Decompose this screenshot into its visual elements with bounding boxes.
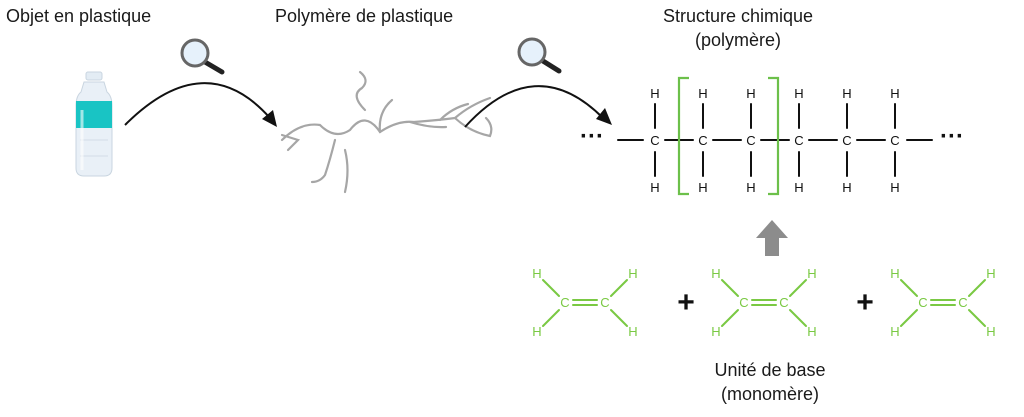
carbon-atom: C [918,295,927,310]
hydrogen-atom: H [746,86,755,101]
single-bond [610,279,628,297]
curved-arrow-icon [124,82,277,127]
carbon-atom: C [842,133,851,148]
single-bond [610,309,628,327]
chain-ellipsis-right: ··· [940,123,964,150]
hydrogen-atom: H [890,180,899,195]
carbon-atom: C [779,295,788,310]
repeat-unit-bracket [677,76,780,196]
carbon-atom: C [958,295,967,310]
hydrogen-atom: H [532,266,541,281]
magnifier-icon [180,38,225,75]
hydrogen-atom: H [842,86,851,101]
single-bond [542,279,560,297]
plus-sign: + [856,286,874,319]
single-bond [721,309,739,327]
hydrogen-atom: H [890,266,899,281]
carbon-atom: C [739,295,748,310]
label-plastic-object: Objet en plastique [6,6,151,26]
hydrogen-atom: H [986,266,995,281]
hydrogen-atom: H [628,324,637,339]
hydrogen-atom: H [807,324,816,339]
hydrogen-atom: H [628,266,637,281]
hydrogen-atom: H [698,86,707,101]
single-bond [721,279,739,297]
hydrogen-atom: H [890,86,899,101]
label-chem-structure: Structure chimique [663,6,813,26]
hydrogen-atom: H [986,324,995,339]
polymer-chain: ··· ··· C H H C H H C H H C H H C H H C H H [580,86,964,195]
carbon-atom: C [698,133,707,148]
label-plastic-polymer: Polymère de plastique [275,6,453,26]
hydrogen-atom: H [794,180,803,195]
single-bond [542,309,560,327]
single-bond [900,279,918,297]
hydrogen-atom: H [890,324,899,339]
carbon-atom: C [794,133,803,148]
monomers: C C H H H H C C H H H H C C H H H H [532,266,995,339]
single-bond [968,279,986,297]
hydrogen-atom: H [807,266,816,281]
hydrogen-atom: H [650,86,659,101]
bottle-icon [75,71,113,177]
polymer-strands-icon [280,70,493,194]
hydrogen-atom: H [746,180,755,195]
label-chem-structure-sub: (polymère) [695,30,781,50]
carbon-atom: C [600,295,609,310]
magnifier-icon [517,37,562,74]
carbon-atom: C [746,133,755,148]
carbon-atom: C [890,133,899,148]
hydrogen-atom: H [532,324,541,339]
hydrogen-atom: H [698,180,707,195]
hydrogen-atom: H [711,324,720,339]
single-bond [789,279,807,297]
label-base-unit-sub: (monomère) [721,384,819,404]
hydrogen-atom: H [794,86,803,101]
chain-ellipsis-left: ··· [580,123,604,150]
label-base-unit: Unité de base [714,360,825,380]
single-bond [900,309,918,327]
carbon-atom: C [650,133,659,148]
hydrogen-atom: H [650,180,659,195]
single-bond [968,309,986,327]
single-bond [789,309,807,327]
plus-sign: + [677,286,695,319]
curved-arrow-icon [464,85,612,128]
carbon-atom: C [560,295,569,310]
up-arrow-icon [756,220,788,256]
hydrogen-atom: H [842,180,851,195]
hydrogen-atom: H [711,266,720,281]
